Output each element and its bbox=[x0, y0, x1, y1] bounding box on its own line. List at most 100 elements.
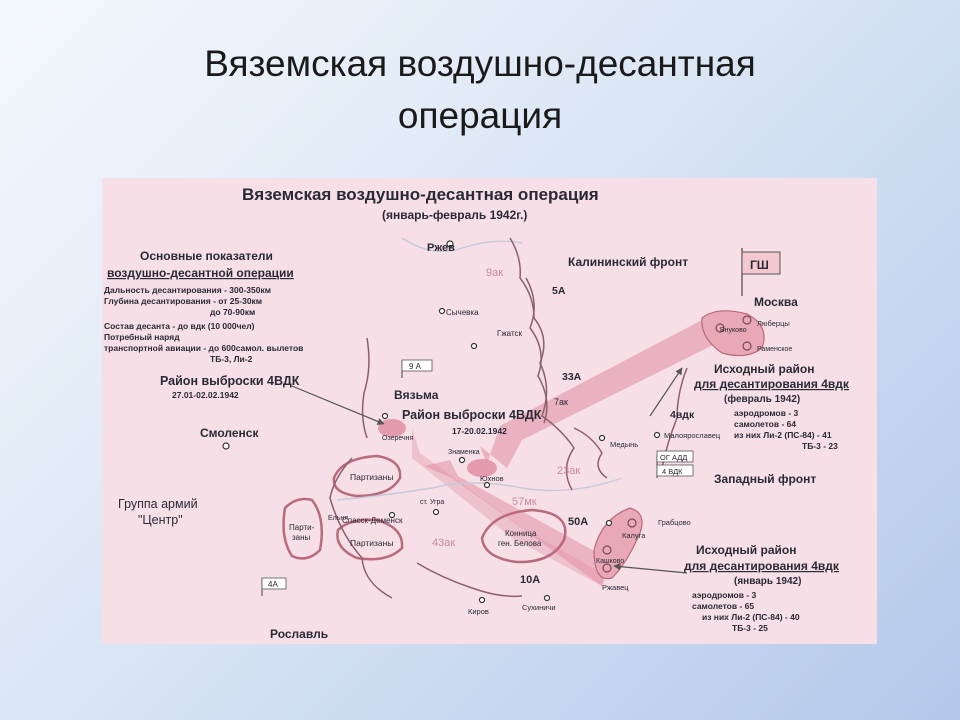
drop-zone-2 bbox=[467, 459, 497, 477]
city-spas-demensk: Спасск-Деменск bbox=[342, 516, 403, 525]
partisan-area-2 bbox=[282, 497, 323, 560]
jan-pointer bbox=[613, 563, 688, 574]
city-sychevka: Сычевка bbox=[446, 308, 479, 317]
army-50a: 50А bbox=[568, 516, 588, 528]
city-medyn: Медынь bbox=[610, 440, 638, 449]
origin-jan-stat1: аэродромов - 3 bbox=[692, 590, 757, 600]
origin-feb-stat4: ТБ-3 - 23 bbox=[802, 441, 838, 451]
river-ugra bbox=[336, 477, 623, 501]
city-kashkovo: Кашково bbox=[596, 558, 624, 565]
partisan-area-1 bbox=[332, 454, 402, 498]
army-group-line2: "Центр" bbox=[138, 513, 183, 527]
indicator-line-6: ТБ-3, Ли-2 bbox=[210, 354, 253, 364]
city-vnukovo: Внуково bbox=[720, 327, 747, 334]
slide-title-line1: Вяземская воздушно-десантная bbox=[204, 43, 756, 84]
army-7ak: 7ак bbox=[554, 397, 568, 407]
partisans-2a: Парти- bbox=[289, 523, 315, 532]
indicator-line-4: Потребный наряд bbox=[104, 332, 180, 342]
drop2-label: Район выброски 4ВДК bbox=[402, 408, 542, 422]
airlift-arrow-drop1 bbox=[412, 428, 607, 586]
partisans-3: Партизаны bbox=[350, 538, 393, 548]
army-10a: 10А bbox=[520, 574, 540, 586]
drop1-pointer bbox=[291, 385, 385, 425]
drop1-label: Район выброски 4ВДК bbox=[160, 374, 300, 388]
front-kalinin: Калининский фронт bbox=[568, 255, 688, 269]
city-st-ugra: ст. Угра bbox=[420, 499, 444, 506]
airlift-arrow-jan bbox=[424, 460, 607, 586]
origin-jan-line1: Исходный район bbox=[696, 543, 796, 557]
city-kirov: Киров bbox=[468, 607, 489, 616]
origin-jan-stat3: из них Ли-2 (ПС-84) - 40 bbox=[702, 612, 800, 622]
airfield-markers bbox=[602, 315, 752, 573]
city-markers bbox=[222, 240, 661, 604]
origin-feb-stat1: аэродромов - 3 bbox=[734, 408, 799, 418]
drop1-dates: 27.01-02.02.1942 bbox=[172, 390, 239, 400]
indicators-heading1: Основные показатели bbox=[140, 249, 273, 263]
partisans-2b: заны bbox=[292, 533, 311, 542]
city-maloyaroslavets: Малоярославец bbox=[664, 431, 721, 440]
indicator-line-5: транспортной авиации - до 600самол. выле… bbox=[104, 343, 303, 353]
cavalry-area bbox=[480, 508, 567, 564]
city-znamenka: Знаменка bbox=[448, 449, 480, 456]
slide-title: Вяземская воздушно-десантная операция bbox=[0, 38, 960, 142]
city-yukhnov: Юхнов bbox=[480, 474, 504, 483]
origin-jan-stat4: ТБ-3 - 25 bbox=[732, 623, 768, 633]
city-kaluga: Калуга bbox=[622, 531, 646, 540]
origin-feb-line1: Исходный район bbox=[714, 362, 814, 376]
flag-4a: 4А bbox=[261, 577, 287, 596]
flag-og-add-label: ОГ АДД bbox=[660, 453, 687, 462]
flag-4a-label: 4А bbox=[268, 580, 278, 589]
army-57mk: 57мк bbox=[512, 496, 537, 508]
origin-feb-stat2: самолетов - 64 bbox=[734, 419, 796, 429]
city-ramenskoe: Раменское bbox=[757, 346, 792, 353]
airlift-arrow-feb bbox=[480, 320, 717, 468]
city-vyazma: Вязьма bbox=[394, 388, 439, 402]
drop-zone-1 bbox=[378, 419, 406, 437]
slide-title-line2: операция bbox=[397, 95, 563, 136]
cavalry-line1: Конница bbox=[505, 529, 537, 538]
map-title: Вяземская воздушно-десантная операция bbox=[242, 185, 599, 204]
front-western: Западный фронт bbox=[714, 472, 816, 486]
drop2-dates: 17-20.02.1942 bbox=[452, 426, 507, 436]
flag-9a: 9 А bbox=[401, 359, 433, 378]
city-ozerechnya: Озеречня bbox=[382, 435, 414, 442]
cavalry-line2: ген. Белова bbox=[498, 539, 542, 548]
city-sukhinichi: Сухиничи bbox=[522, 603, 556, 612]
army-33a: 33А bbox=[562, 371, 582, 383]
army-group-line1: Группа армий bbox=[118, 497, 198, 511]
city-roslavl: Рославль bbox=[270, 627, 328, 641]
partisan-area-3 bbox=[336, 518, 404, 561]
indicator-line-2: до 70-90км bbox=[210, 307, 255, 317]
map-subtitle: (январь-февраль 1942г.) bbox=[382, 208, 527, 222]
city-gzhatsk: Гжатск bbox=[497, 329, 523, 338]
army-43ak: 43ак bbox=[432, 537, 455, 549]
origin-jan-stat2: самолетов - 65 bbox=[692, 601, 754, 611]
flag-gsh-label: ГШ bbox=[750, 258, 769, 272]
city-grabtsovo: Грабцово bbox=[658, 518, 691, 527]
city-rzhavets: Ржавец bbox=[602, 583, 629, 592]
flag-og-add: ОГ АДД 4 ВДК bbox=[656, 450, 694, 478]
indicator-line-1: Глубина десантирования - от 25-30км bbox=[104, 296, 262, 306]
city-smolensk: Смоленск bbox=[200, 426, 259, 440]
origin-jan-line2: для десантирования 4вдк bbox=[684, 559, 840, 573]
river-other bbox=[401, 237, 523, 253]
flag-gsh: ГШ bbox=[741, 248, 781, 296]
operation-map: ГШ 9 А 4А ОГ АДД 4 ВДК Вяземс bbox=[102, 178, 877, 644]
army-4vdk: 4вдк bbox=[670, 409, 695, 421]
army-9ak: 9ак bbox=[486, 267, 503, 279]
map-svg: ГШ 9 А 4А ОГ АДД 4 ВДК Вяземс bbox=[104, 185, 850, 641]
city-lyubertsy: Люберцы bbox=[757, 319, 790, 328]
city-moskva: Москва bbox=[754, 295, 798, 309]
flag-4vdk-label: 4 ВДК bbox=[662, 467, 683, 476]
indicators-heading2: воздушно-десантной операции bbox=[107, 266, 294, 280]
origin-feb-line2: для десантирования 4вдк bbox=[694, 377, 850, 391]
city-rzhev: Ржев bbox=[427, 242, 455, 254]
origin-jan-line3: (январь 1942) bbox=[734, 576, 801, 587]
origin-feb-stat3: из них Ли-2 (ПС-84) - 41 bbox=[734, 430, 832, 440]
indicator-line-0: Дальность десантирования - 300-350км bbox=[104, 285, 271, 295]
origin-feb-line3: (февраль 1942) bbox=[724, 393, 800, 405]
indicator-line-3: Состав десанта - до вдк (10 000чел) bbox=[104, 321, 255, 331]
partisans-1: Партизаны bbox=[350, 472, 393, 482]
flag-9a-label: 9 А bbox=[409, 362, 422, 371]
army-5a: 5А bbox=[552, 285, 566, 297]
